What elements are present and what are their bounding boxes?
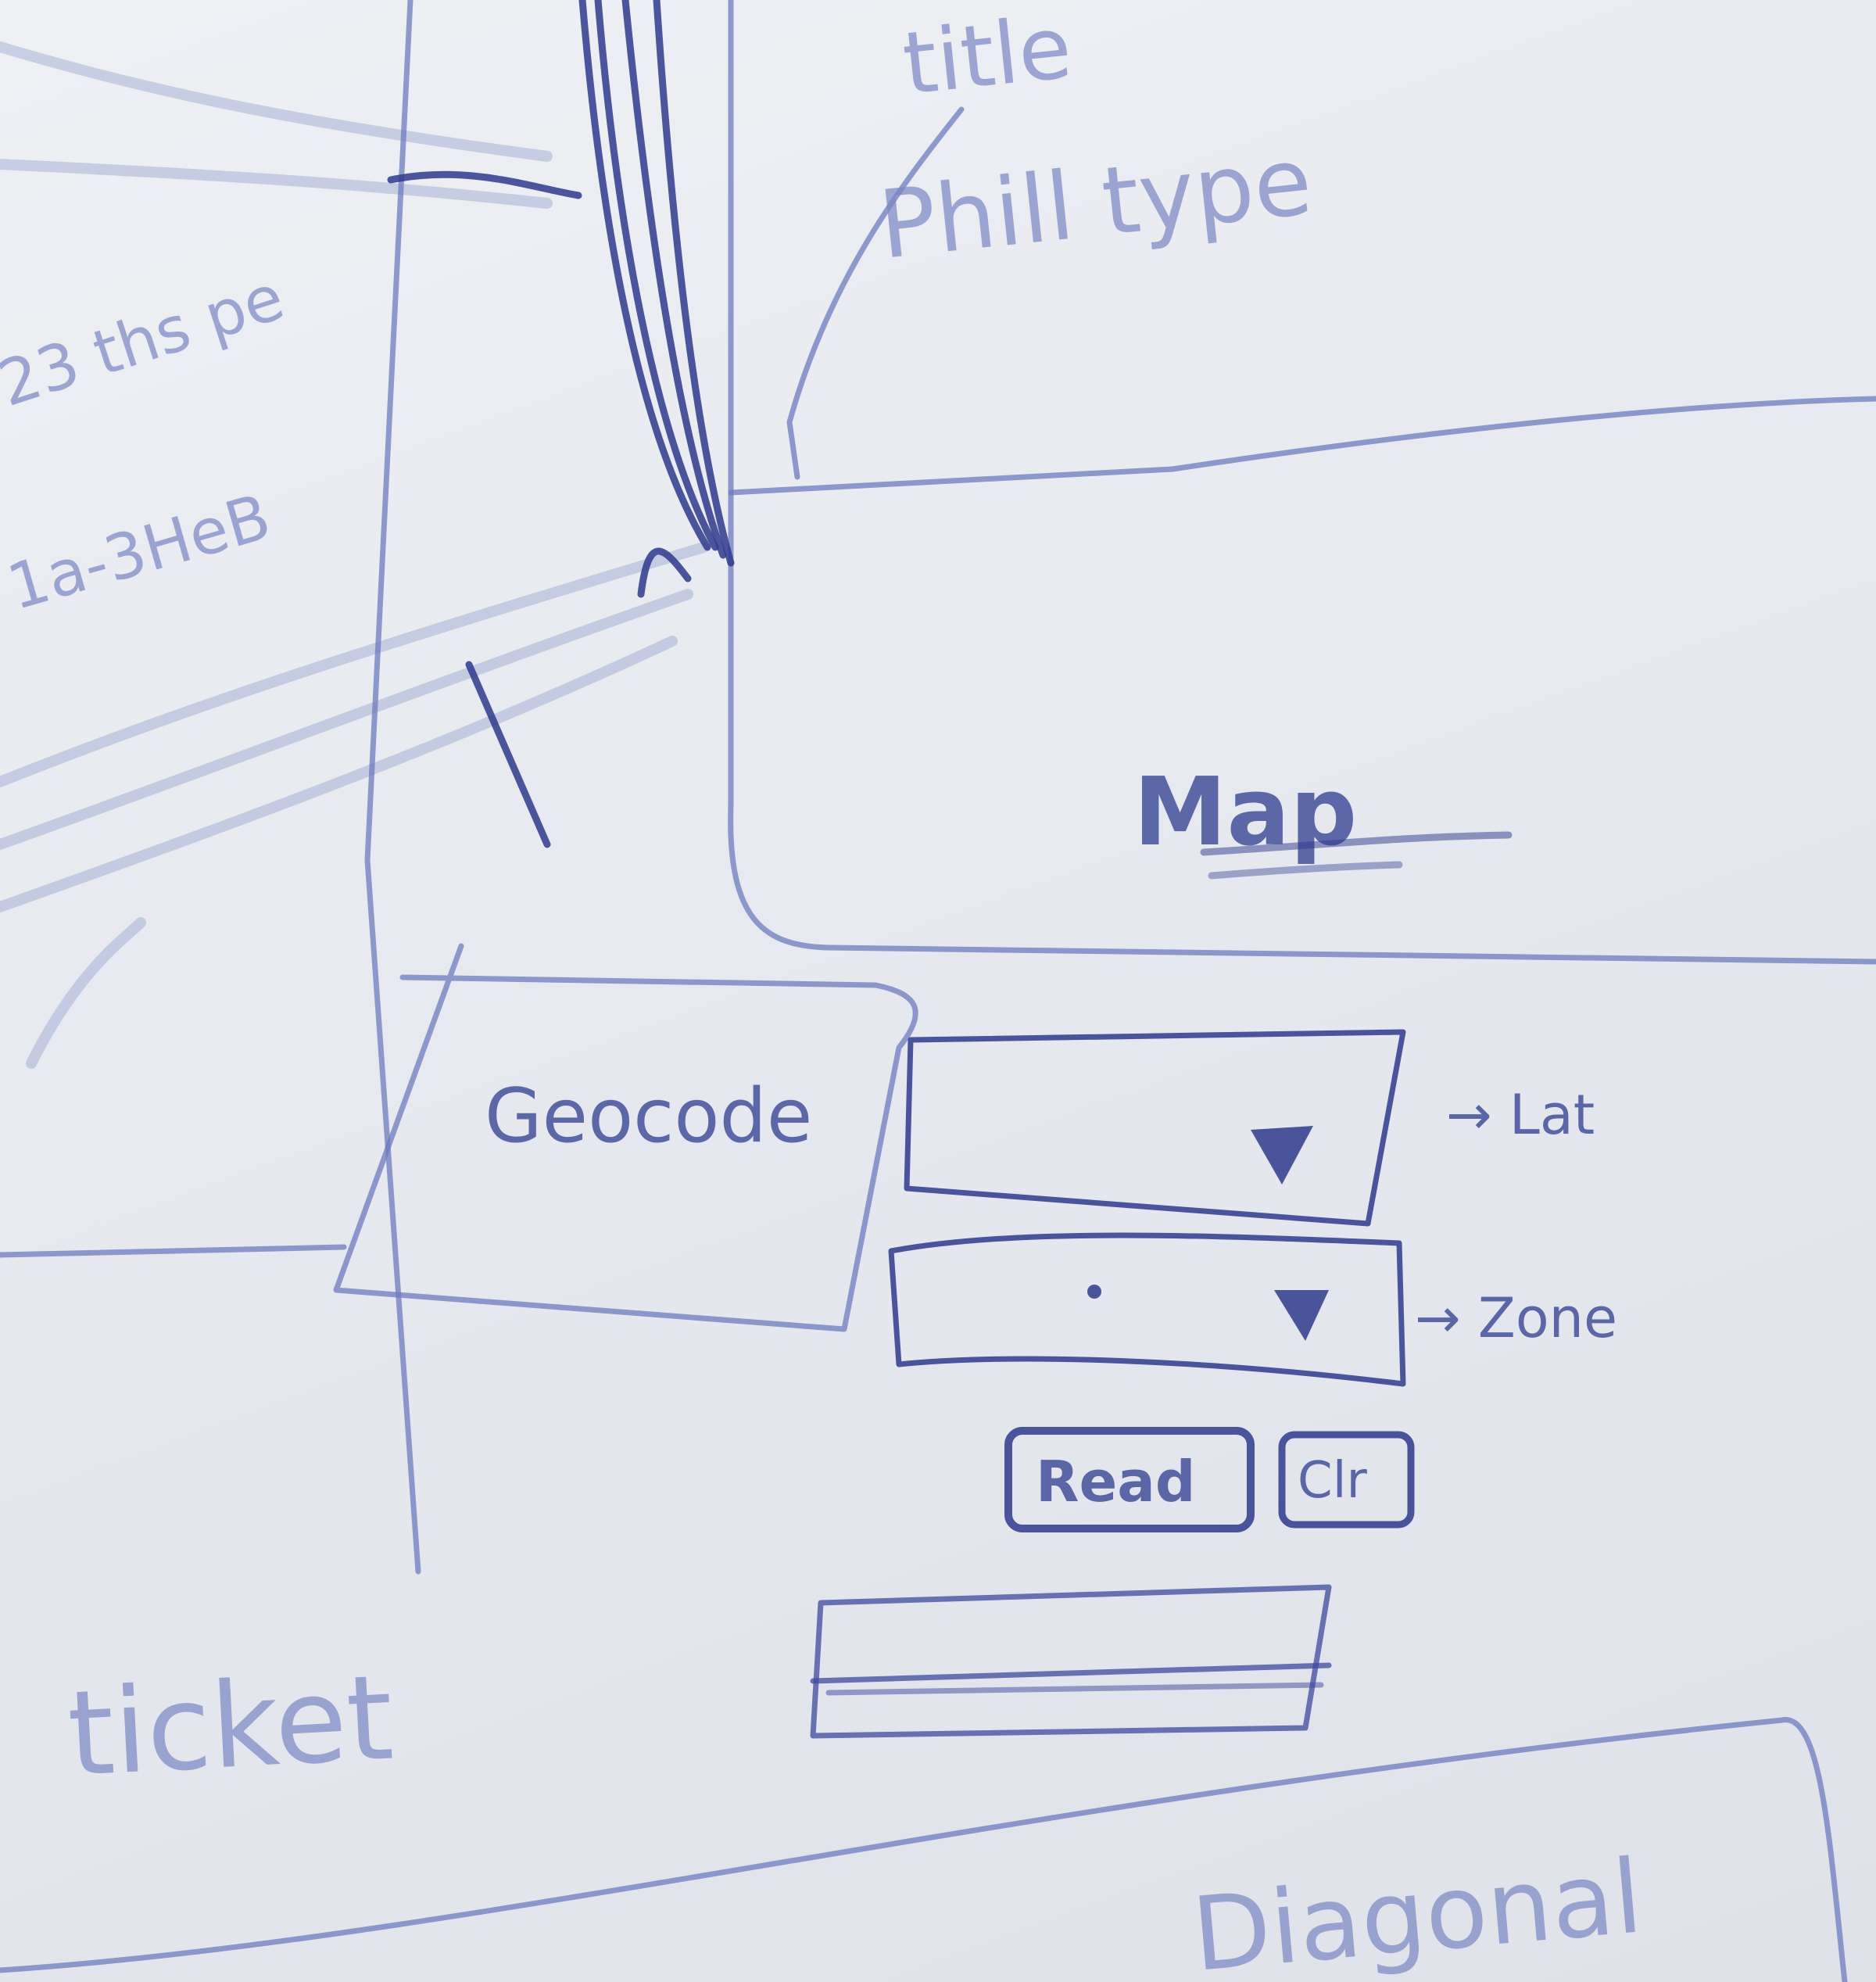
clear-button-sketch[interactable]: Clr	[1278, 1431, 1415, 1529]
geocode-button-label: Geocode	[485, 1073, 812, 1159]
marker-smudges	[0, 41, 709, 1069]
left-scribble-1: 23 ths pe	[0, 260, 292, 421]
dropdown-arrow-icon	[1251, 1126, 1313, 1185]
header-writing: title Phill type	[875, 0, 1317, 281]
title-word: title	[898, 0, 1076, 114]
left-scribble-2: 1a-3HeB	[0, 480, 278, 624]
left-scribbles: 23 ths pe 1a-3HeB	[0, 260, 292, 624]
read-button-label: Read	[1036, 1449, 1195, 1514]
bottom-label: Diagonal	[1187, 1837, 1646, 1982]
read-button-sketch[interactable]: Read	[1004, 1427, 1255, 1532]
ticket-label: ticket	[65, 1650, 396, 1803]
dropdown-arrow-icon	[1274, 1290, 1329, 1341]
lat-dropdown-sketch[interactable]: → Lat	[904, 1029, 1595, 1227]
lat-dropdown-note: → Lat	[1446, 1083, 1595, 1147]
zone-dropdown-note: → Zone	[1415, 1286, 1617, 1350]
geocode-button-sketch[interactable]: Geocode	[333, 943, 918, 1332]
cursor-dot	[1087, 1285, 1101, 1299]
zone-dropdown-sketch[interactable]: → Zone	[888, 1232, 1617, 1387]
result-bar-sketch	[810, 1584, 1332, 1739]
phill-type-words: Phill type	[875, 127, 1317, 281]
dark-scribble	[387, 0, 735, 848]
clear-button-label: Clr	[1298, 1452, 1367, 1510]
map-heading: Map	[1133, 758, 1513, 880]
